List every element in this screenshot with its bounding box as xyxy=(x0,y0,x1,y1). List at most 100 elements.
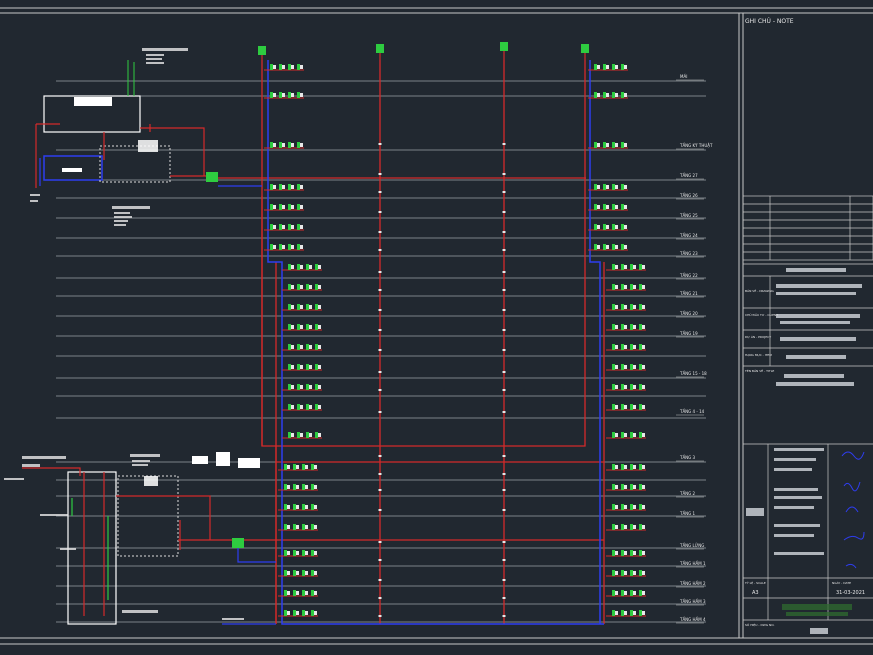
small-tank-label xyxy=(62,168,82,172)
riser-top-valve xyxy=(581,44,589,53)
fixture-valve xyxy=(621,142,624,148)
fixture-valve xyxy=(297,204,300,210)
fixture-valve xyxy=(612,142,615,148)
fixture-group xyxy=(282,344,322,351)
fixture-valve xyxy=(612,504,615,510)
fixture-valve xyxy=(621,550,624,556)
fixture-meter xyxy=(282,65,285,69)
fixture-valve xyxy=(288,64,291,70)
fixture-valve xyxy=(315,324,318,330)
fixture-meter xyxy=(287,525,290,529)
fixture-valve xyxy=(621,464,624,470)
pump-pipework-top-blue xyxy=(39,158,262,187)
fixture-valve xyxy=(279,184,282,190)
fixture-meter xyxy=(291,65,294,69)
fixture-group xyxy=(588,244,628,251)
fixture-meter xyxy=(615,205,618,209)
fixture-valve xyxy=(639,384,642,390)
floor-level-label: TẦNG 2 xyxy=(679,491,696,496)
fixture-valve xyxy=(612,590,615,596)
fixture-valve xyxy=(612,284,615,290)
fixture-meter xyxy=(624,65,627,69)
fixture-valve xyxy=(284,550,287,556)
fixture-meter xyxy=(633,525,636,529)
fixture-valve xyxy=(639,590,642,596)
fixture-meter xyxy=(282,205,285,209)
fixture-valve xyxy=(270,64,273,70)
fixture-group xyxy=(588,184,628,191)
fixture-meter xyxy=(314,591,317,595)
fixture-meter xyxy=(291,433,294,437)
fixture-valve xyxy=(302,484,305,490)
fixture-valve xyxy=(311,550,314,556)
fixture-meter xyxy=(305,611,308,615)
fixture-meter xyxy=(273,225,276,229)
fixture-meter xyxy=(633,611,636,615)
pump-pipework-bottom xyxy=(22,467,276,550)
fixture-meter xyxy=(273,143,276,147)
floor-level-label: TẦNG 24 xyxy=(679,233,698,238)
fixture-valve xyxy=(612,64,615,70)
fixture-meter xyxy=(624,385,627,389)
fixture-meter xyxy=(309,305,312,309)
fixture-valve xyxy=(639,524,642,530)
fixture-meter xyxy=(624,571,627,575)
fixture-valve xyxy=(293,570,296,576)
fixture-meter xyxy=(291,265,294,269)
fixture-valve xyxy=(306,384,309,390)
fixture-meter xyxy=(273,185,276,189)
fixture-meter xyxy=(597,185,600,189)
fixture-valve xyxy=(297,364,300,370)
fixture-valve xyxy=(311,570,314,576)
fixture-group xyxy=(606,504,646,511)
fixture-group xyxy=(606,570,646,577)
fixture-meter xyxy=(624,591,627,595)
fixture-meter xyxy=(300,265,303,269)
fixture-meter xyxy=(291,143,294,147)
fixture-valve xyxy=(311,464,314,470)
fixture-valve xyxy=(630,590,633,596)
fixture-meter xyxy=(291,305,294,309)
fixture-meter xyxy=(300,225,303,229)
fixture-group xyxy=(606,590,646,597)
fixture-valve xyxy=(639,364,642,370)
fixture-valve xyxy=(630,432,633,438)
fixture-valve xyxy=(594,204,597,210)
fixture-valve xyxy=(612,184,615,190)
fixture-valve xyxy=(630,364,633,370)
fixture-meter xyxy=(633,325,636,329)
fixture-valve xyxy=(270,142,273,148)
fixture-group xyxy=(606,484,646,491)
fixture-group xyxy=(282,324,322,331)
date-value: 31-03-2021 xyxy=(836,590,865,596)
fixture-meter xyxy=(624,345,627,349)
fixture-meter xyxy=(296,551,299,555)
roof-water-tank xyxy=(43,95,141,133)
fixture-valve xyxy=(288,344,291,350)
fixture-meter xyxy=(291,285,294,289)
fixture-meter xyxy=(318,345,321,349)
fixture-meter xyxy=(287,505,290,509)
fixture-valve xyxy=(311,524,314,530)
fixture-valve xyxy=(288,324,291,330)
fixture-meter xyxy=(633,591,636,595)
fixture-group xyxy=(606,284,646,291)
fixture-meter xyxy=(606,225,609,229)
fixture-meter xyxy=(296,465,299,469)
fixture-group xyxy=(264,92,304,99)
fixture-valve xyxy=(639,264,642,270)
fixture-group xyxy=(606,324,646,331)
fixture-meter xyxy=(282,245,285,249)
fixture-valve xyxy=(297,142,300,148)
fixture-valve xyxy=(603,92,606,98)
fixture-valve xyxy=(612,224,615,230)
floor-level-label: TẦNG 3 xyxy=(679,455,696,460)
fixture-valve xyxy=(612,92,615,98)
floor-level-label: TẦNG 4 - 14 xyxy=(679,409,705,414)
fixture-group xyxy=(282,284,322,291)
fixture-valve xyxy=(306,432,309,438)
pump-pipework-bottom-blue xyxy=(222,548,276,625)
fixture-valve xyxy=(621,184,624,190)
fixture-meter xyxy=(642,485,645,489)
fixture-valve xyxy=(315,384,318,390)
